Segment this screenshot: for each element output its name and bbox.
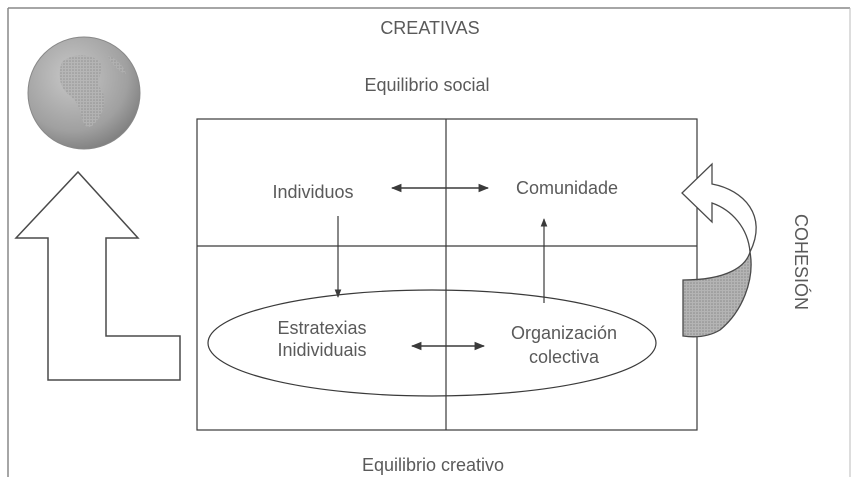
globe-icon <box>27 36 141 150</box>
label-comunidade: Comunidade <box>516 178 618 198</box>
curved-arrow-icon <box>681 162 757 338</box>
side-label-cohesion: COHESIÓN <box>791 214 812 310</box>
label-estratexias-line2: Inidividuais <box>277 340 366 360</box>
label-individuos: Individuos <box>272 182 353 202</box>
quadrant-grid <box>196 118 698 431</box>
bottom-label: Equilibrio creativo <box>362 455 504 475</box>
strategy-ellipse <box>207 289 657 397</box>
up-arrow-icon <box>14 170 181 381</box>
label-organizacion-line2: colectiva <box>529 347 600 367</box>
title: CREATIVAS <box>380 18 479 38</box>
label-organizacion-line1: Organización <box>511 323 617 343</box>
label-estratexias-line1: Estratexias <box>277 318 366 338</box>
top-label: Equilibrio social <box>364 75 489 95</box>
